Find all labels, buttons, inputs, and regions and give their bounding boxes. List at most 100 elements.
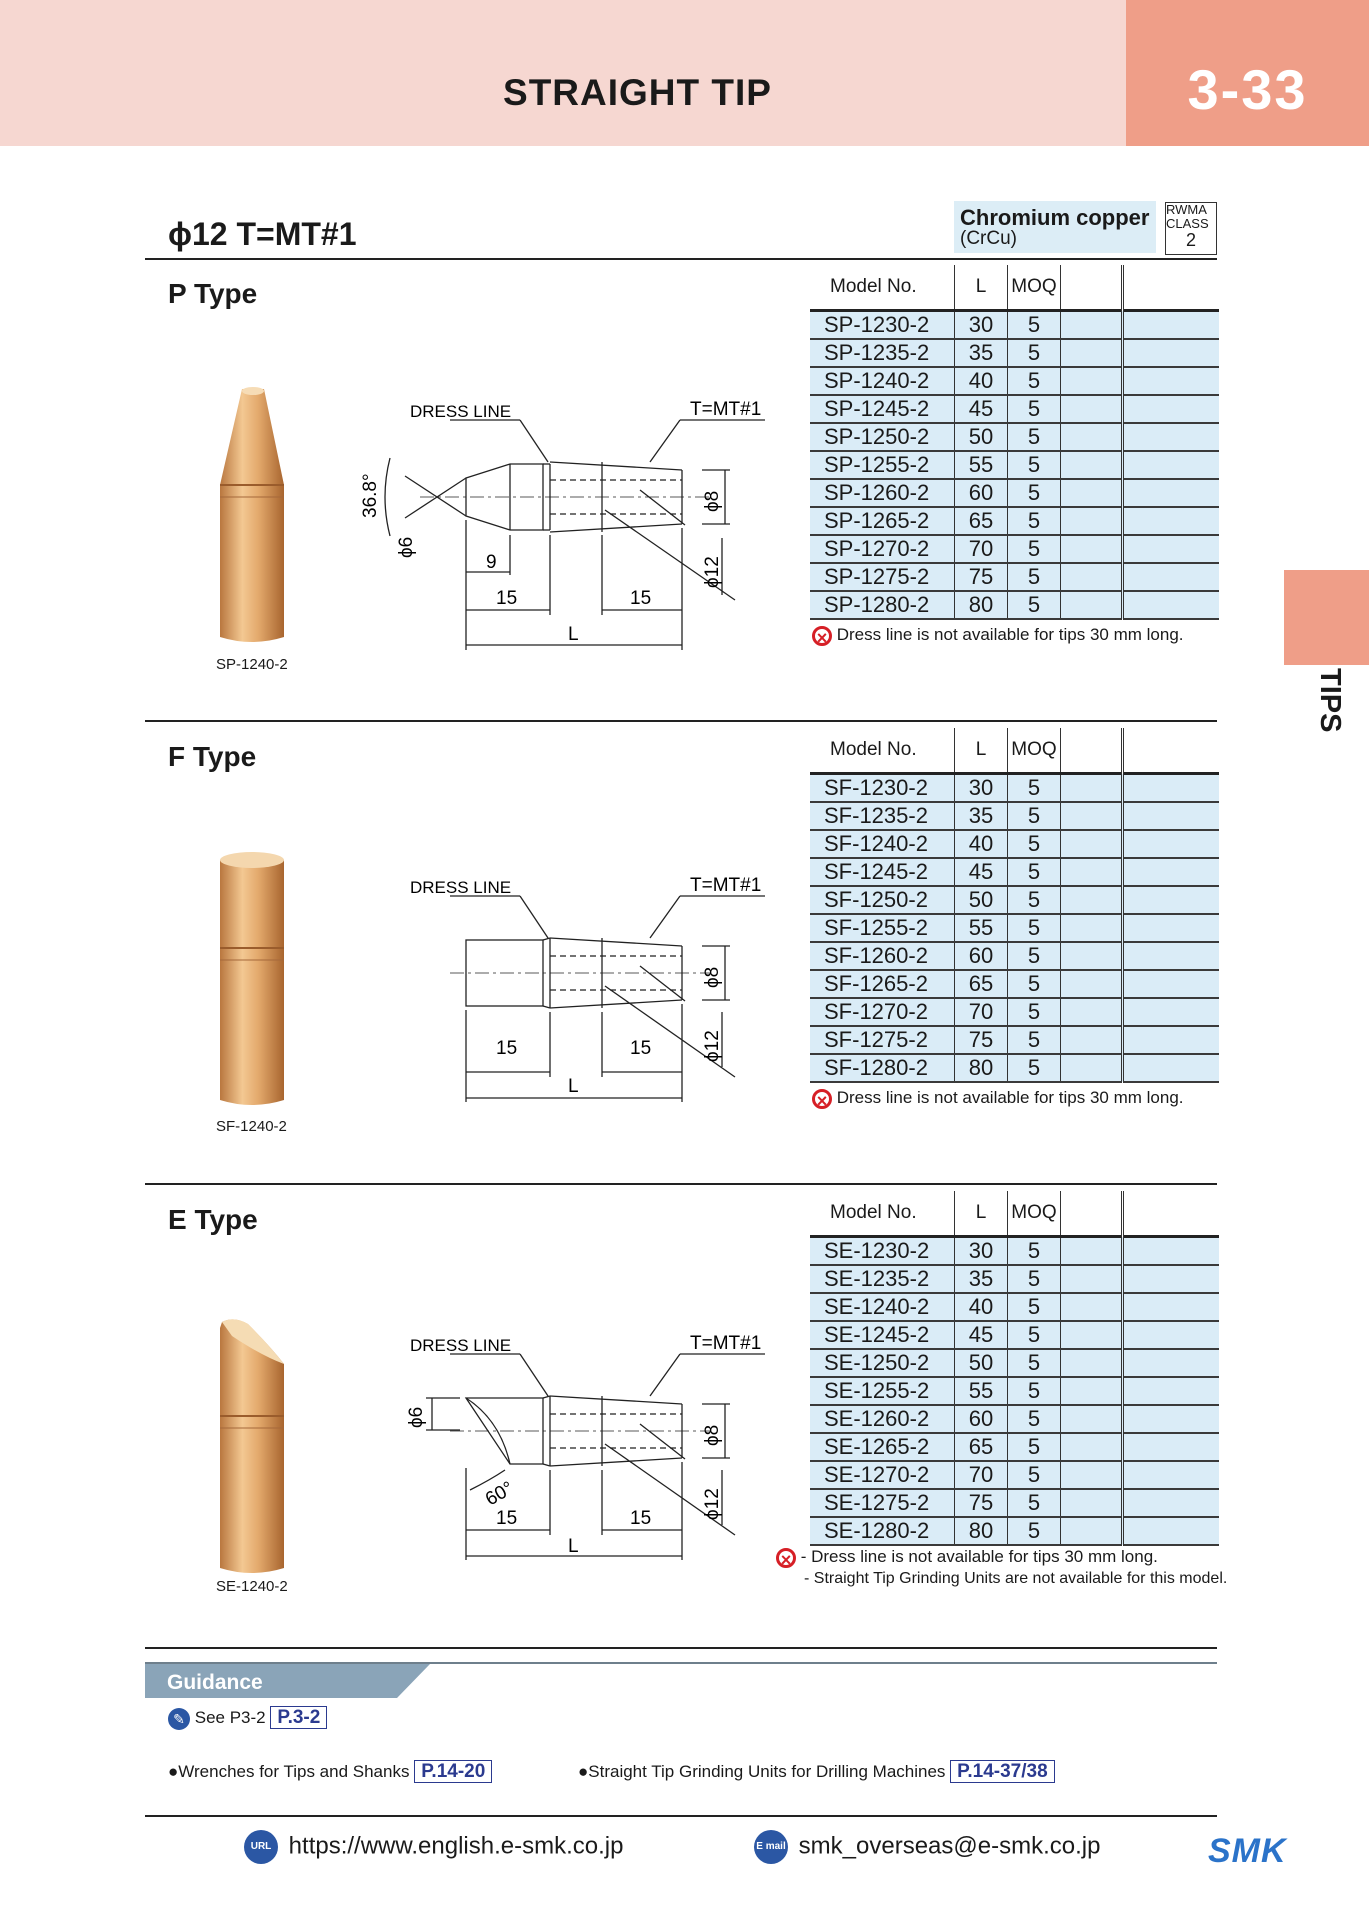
see-reference[interactable]: ✎ See P3-2 P.3-2 bbox=[168, 1706, 328, 1730]
moq-cell: 5 bbox=[1007, 339, 1061, 368]
dim-15-b: 15 bbox=[630, 588, 651, 609]
empty-cell bbox=[1122, 970, 1219, 999]
grinding-reference[interactable]: ●Straight Tip Grinding Units for Drillin… bbox=[578, 1760, 1055, 1783]
divider bbox=[145, 1647, 1217, 1649]
empty-cell bbox=[1060, 451, 1124, 480]
length-cell: 75 bbox=[954, 1026, 1008, 1055]
empty-cell bbox=[1060, 802, 1124, 831]
model-cell: SP-1230-2 bbox=[810, 310, 955, 340]
empty-cell bbox=[1060, 591, 1124, 620]
empty-cell bbox=[1060, 563, 1124, 592]
divider bbox=[145, 1183, 1217, 1185]
empty-cell bbox=[1060, 998, 1124, 1027]
grinding-ref-link[interactable]: P.14-37/38 bbox=[950, 1760, 1055, 1783]
empty-cell bbox=[1122, 591, 1219, 620]
dim-15-b: 15 bbox=[630, 1508, 651, 1529]
url-link[interactable]: https://www.english.e-smk.co.jp bbox=[288, 1832, 624, 1860]
p-type-title: P Type bbox=[168, 278, 258, 309]
e-type-note-2: - Straight Tip Grinding Units are not av… bbox=[804, 1570, 1228, 1587]
footer-email[interactable]: E mail smk_overseas@e-smk.co.jp bbox=[754, 1830, 1100, 1864]
length-cell: 40 bbox=[954, 1293, 1008, 1322]
empty-cell bbox=[1060, 942, 1124, 971]
f-type-photo bbox=[220, 852, 284, 1105]
moq-cell: 5 bbox=[1007, 942, 1061, 971]
moq-cell: 5 bbox=[1007, 830, 1061, 859]
empty-cell bbox=[1122, 395, 1219, 424]
page-title: STRAIGHT TIP bbox=[503, 72, 772, 113]
wrench-icon: ✎ bbox=[168, 1707, 190, 1730]
f-type-drawing: DRESS LINE T=MT#1 ϕ8 ϕ12 15 15 L bbox=[410, 875, 765, 1102]
model-cell: SF-1255-2 bbox=[810, 914, 955, 943]
empty-cell bbox=[1060, 310, 1124, 340]
moq-cell: 5 bbox=[1007, 563, 1061, 592]
length-cell: 50 bbox=[954, 1349, 1008, 1378]
wrenches-reference[interactable]: ●Wrenches for Tips and Shanks P.14-20 bbox=[168, 1760, 493, 1783]
see-text: See P3-2 bbox=[194, 1708, 266, 1727]
model-cell: SP-1265-2 bbox=[810, 507, 955, 536]
phi8-label: ϕ8 bbox=[702, 1425, 723, 1446]
e-type-drawing: DRESS LINE T=MT#1 ϕ6 60° ϕ8 ϕ12 15 15 L bbox=[406, 1333, 765, 1560]
length-cell: 55 bbox=[954, 1377, 1008, 1406]
empty-cell bbox=[1122, 479, 1219, 508]
empty-cell bbox=[1060, 1293, 1124, 1322]
empty-cell bbox=[1122, 773, 1219, 803]
p-type-note: × Dress line is not available for tips 3… bbox=[812, 625, 1184, 647]
e-type-photo-caption: SE-1240-2 bbox=[216, 1578, 288, 1595]
model-cell: SE-1270-2 bbox=[810, 1461, 955, 1490]
material-box bbox=[954, 201, 1156, 253]
length-cell: 35 bbox=[954, 1265, 1008, 1294]
model-cell: SP-1235-2 bbox=[810, 339, 955, 368]
dim-15-a: 15 bbox=[496, 1038, 517, 1059]
wrenches-ref-link[interactable]: P.14-20 bbox=[414, 1760, 493, 1783]
email-link[interactable]: smk_overseas@e-smk.co.jp bbox=[798, 1832, 1101, 1860]
col-model: Model No. bbox=[810, 728, 955, 775]
footer-url[interactable]: URL https://www.english.e-smk.co.jp bbox=[244, 1830, 623, 1864]
length-cell: 65 bbox=[954, 970, 1008, 999]
empty-cell bbox=[1122, 1349, 1219, 1378]
length-cell: 35 bbox=[954, 339, 1008, 368]
moq-cell: 5 bbox=[1007, 1026, 1061, 1055]
side-tab[interactable] bbox=[1284, 570, 1369, 665]
empty-cell bbox=[1060, 886, 1124, 915]
col-moq: MOQ bbox=[1007, 728, 1061, 775]
empty-cell bbox=[1060, 535, 1124, 564]
length-cell: 60 bbox=[954, 942, 1008, 971]
empty-cell bbox=[1060, 423, 1124, 452]
empty-cell bbox=[1060, 1489, 1124, 1518]
model-cell: SP-1245-2 bbox=[810, 395, 955, 424]
length-cell: 55 bbox=[954, 914, 1008, 943]
model-cell: SF-1275-2 bbox=[810, 1026, 955, 1055]
moq-cell: 5 bbox=[1007, 998, 1061, 1027]
length-cell: 60 bbox=[954, 479, 1008, 508]
col-model: Model No. bbox=[810, 265, 955, 312]
length-cell: 40 bbox=[954, 830, 1008, 859]
empty-cell bbox=[1122, 858, 1219, 887]
dress-line-label: DRESS LINE bbox=[410, 402, 511, 421]
length-cell: 30 bbox=[954, 773, 1008, 803]
length-cell: 45 bbox=[954, 858, 1008, 887]
mail-icon: E mail bbox=[754, 1830, 788, 1864]
length-cell: 65 bbox=[954, 1433, 1008, 1462]
empty-cell bbox=[1060, 367, 1124, 396]
side-tab-label: TIPS bbox=[1314, 668, 1346, 733]
model-cell: SP-1250-2 bbox=[810, 423, 955, 452]
p-type-note-text: Dress line is not available for tips 30 … bbox=[836, 625, 1184, 644]
model-cell: SE-1265-2 bbox=[810, 1433, 955, 1462]
moq-cell: 5 bbox=[1007, 1405, 1061, 1434]
guidance-bar: Guidance bbox=[145, 1664, 430, 1698]
length-cell: 75 bbox=[954, 563, 1008, 592]
dim-L: L bbox=[568, 624, 579, 645]
section-title: ϕ12 T=MT#1 bbox=[168, 216, 357, 252]
model-cell: SP-1260-2 bbox=[810, 479, 955, 508]
see-ref-link[interactable]: P.3-2 bbox=[270, 1706, 328, 1729]
model-cell: SE-1245-2 bbox=[810, 1321, 955, 1350]
